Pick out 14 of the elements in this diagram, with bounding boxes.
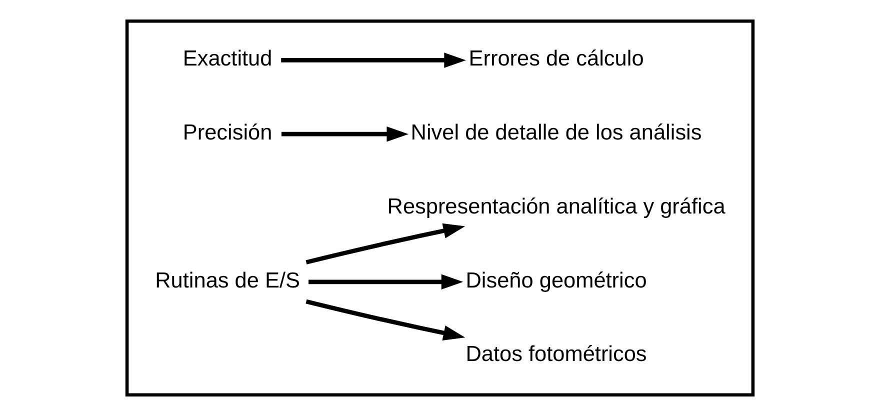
node-text: Diseño geométrico xyxy=(465,267,646,292)
node-text: Respresentación analítica y gráfica xyxy=(386,193,725,218)
arrow xyxy=(280,52,466,68)
node-text: Datos fotométricos xyxy=(465,341,646,366)
node-text: Nivel de detalle de los análisis xyxy=(410,120,702,145)
cluster xyxy=(124,19,754,397)
arrow xyxy=(305,223,465,264)
arrow xyxy=(308,274,463,290)
node-text: Rutinas de E/S xyxy=(154,267,300,292)
arrow xyxy=(305,299,465,340)
node-text: Exactitud xyxy=(182,46,272,71)
arrow xyxy=(280,126,408,142)
node-text: Errores de cálculo xyxy=(468,46,644,71)
node-text: Precisión xyxy=(182,120,272,145)
